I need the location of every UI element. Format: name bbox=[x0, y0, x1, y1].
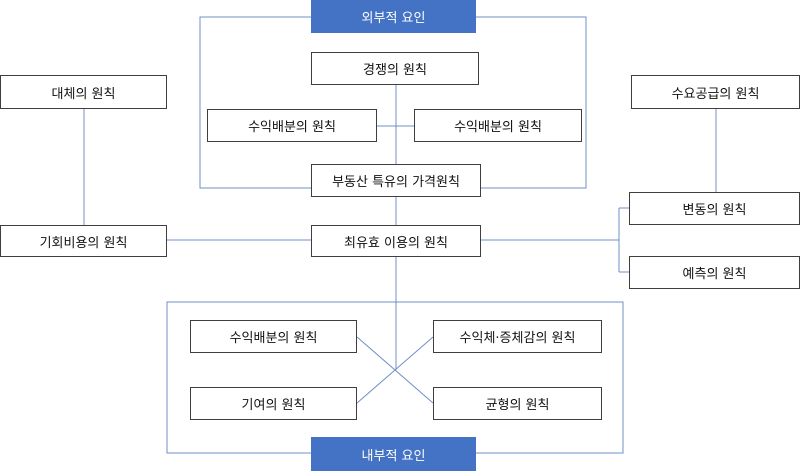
change-box: 변동의 원칙 bbox=[629, 192, 800, 225]
anticipation-box: 예측의 원칙 bbox=[629, 256, 800, 289]
price-principles-box: 부동산 특유의 가격원칙 bbox=[311, 164, 481, 197]
cross-line-b bbox=[356, 336, 434, 404]
internal-factors-banner: 내부적 요인 bbox=[311, 437, 476, 471]
contribution-box: 기여의 원칙 bbox=[190, 387, 357, 420]
competition-box: 경쟁의 원칙 bbox=[311, 52, 479, 85]
increasing-decreasing-returns-box: 수익체·증체감의 원칙 bbox=[433, 320, 602, 353]
opportunity-cost-box: 기회비용의 원칙 bbox=[0, 225, 167, 257]
internal-distribution-box: 수익배분의 원칙 bbox=[190, 320, 357, 353]
highest-best-use-box: 최유효 이용의 원칙 bbox=[311, 225, 481, 257]
distribution-box-left: 수익배분의 원칙 bbox=[207, 109, 377, 142]
substitution-box: 대체의 원칙 bbox=[0, 75, 167, 109]
external-frame bbox=[199, 16, 587, 189]
external-factors-banner: 외부적 요인 bbox=[311, 0, 476, 33]
distribution-box-right: 수익배분의 원칙 bbox=[414, 109, 582, 142]
balance-box: 균형의 원칙 bbox=[433, 387, 602, 420]
supply-demand-box: 수요공급의 원칙 bbox=[631, 75, 800, 109]
